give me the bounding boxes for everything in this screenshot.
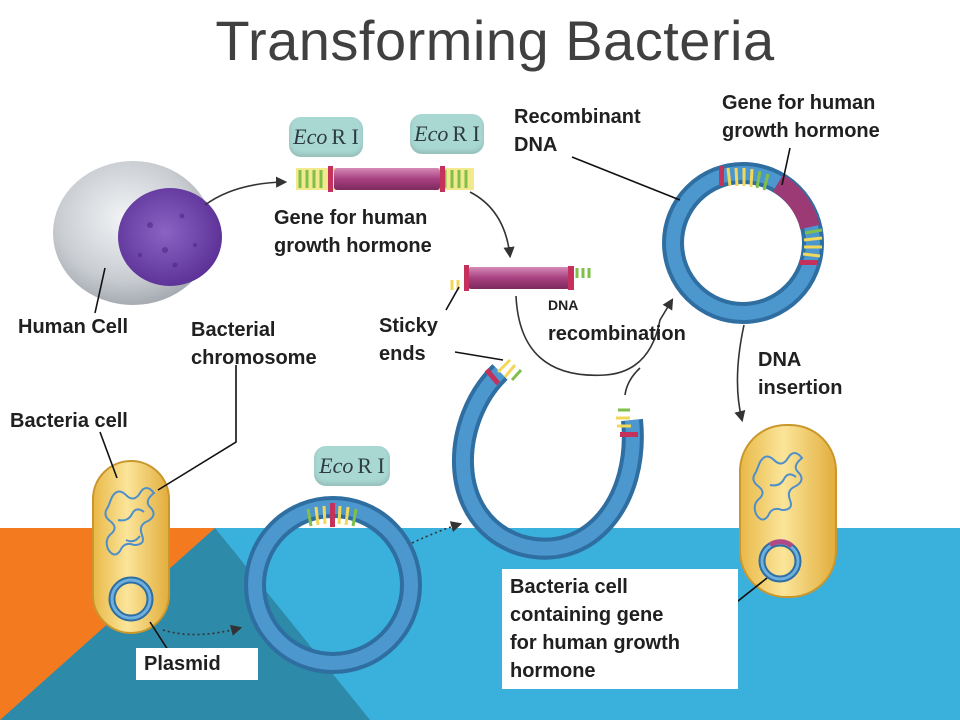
- open-plasmid: [452, 358, 644, 560]
- label-bacterial-chromosome-line2: chromosome: [191, 347, 317, 369]
- arrow-recombination: [515, 295, 674, 377]
- label-recombinant-dna-line2: DNA: [514, 134, 558, 156]
- enzyme-name-italic: Eco: [293, 124, 328, 149]
- label-bacterial-chromosome-line1: Bacterial: [191, 319, 276, 341]
- label-dna-insertion-line1: DNA: [758, 349, 802, 371]
- label-recombinant-dna: Recombinant DNA: [514, 103, 641, 159]
- label-gene-middle-line1: Gene for human: [274, 207, 428, 229]
- arrow-gene-to-cut: [469, 191, 515, 259]
- label-bacteria-cell: Bacteria cell: [10, 410, 128, 432]
- gene-fragment: [450, 265, 591, 291]
- label-recombination: recombination: [548, 323, 686, 345]
- label-human-cell: Human Cell: [18, 316, 129, 338]
- arrow-open-plasmid-up: [624, 367, 641, 396]
- enzyme-name-rest: R I: [331, 124, 359, 149]
- human-cell: [53, 161, 222, 305]
- enzyme-name-rest: R I: [452, 121, 480, 146]
- enzyme-name-italic: Eco: [319, 453, 354, 478]
- label-gene-middle-line2: growth hormone: [274, 235, 432, 257]
- label-dna-insertion-line2: insertion: [758, 377, 843, 399]
- leader-lines: [94, 147, 791, 651]
- label-result-line1: Bacteria cell: [510, 576, 628, 598]
- gene-strand-cut: [296, 166, 474, 192]
- label-gene-top-right-line1: Gene for human: [722, 92, 876, 114]
- label-sticky-ends: Sticky ends: [379, 312, 438, 368]
- arrow-dna-insertion: [734, 324, 746, 423]
- enzyme-name-italic: Eco: [414, 121, 449, 146]
- label-dna-small: DNA: [548, 297, 579, 313]
- label-dna-insertion: DNA insertion: [758, 346, 842, 402]
- arrow-cell-to-gene: [204, 176, 288, 206]
- label-gene-middle: Gene for human growth hormone: [274, 204, 432, 260]
- enzyme-name-rest: R I: [357, 453, 385, 478]
- label-gene-top-right-line2: growth hormone: [722, 120, 880, 142]
- bacteria-cell-transformed: [739, 424, 837, 598]
- bacteria-cell-left: [92, 460, 170, 634]
- label-plasmid: Plasmid: [136, 648, 258, 680]
- label-result-bacteria: Bacteria cell containing gene for human …: [502, 569, 738, 689]
- recombinant-plasmid: [662, 162, 824, 324]
- arrow-plasmid-extract: [162, 624, 243, 636]
- label-bacterial-chromosome: Bacterial chromosome: [191, 316, 317, 372]
- plasmid-large: [244, 496, 422, 674]
- label-result-line2: containing gene: [510, 604, 664, 626]
- label-recombinant-dna-line1: Recombinant: [514, 106, 641, 128]
- label-sticky-ends-line1: Sticky: [379, 315, 438, 337]
- label-result-line3: for human growth: [510, 632, 680, 654]
- label-sticky-ends-line2: ends: [379, 343, 426, 365]
- slide-title: Transforming Bacteria: [215, 9, 775, 72]
- label-gene-top-right: Gene for human growth hormone: [722, 89, 880, 145]
- label-result-line4: hormone: [510, 660, 596, 682]
